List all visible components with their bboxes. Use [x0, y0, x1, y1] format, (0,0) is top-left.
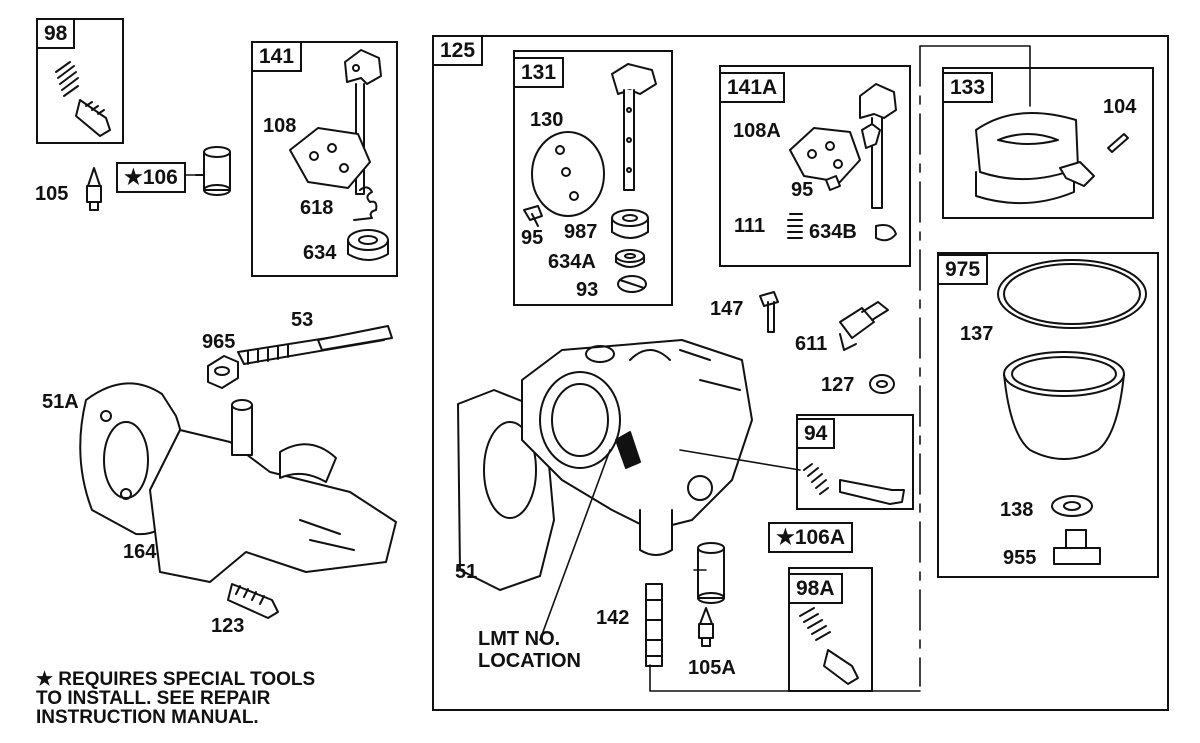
tag-133: 133	[942, 72, 994, 103]
part-label-51A: 51A	[42, 391, 79, 413]
part-label-634: 634	[303, 242, 337, 264]
group-94-box	[796, 414, 914, 510]
needle-105A-icon	[698, 607, 714, 647]
tag-106A: ★106A	[768, 522, 854, 553]
tag-98A: 98A	[788, 573, 843, 604]
tag-94: 94	[796, 418, 836, 449]
spring-98A-icon	[799, 607, 859, 685]
part-label-634B: 634B	[809, 221, 857, 243]
group-98A-box	[788, 567, 873, 692]
tube-142-icon	[645, 583, 663, 667]
part-label-95-choke: 95	[521, 227, 544, 249]
group-133-box	[942, 67, 1154, 219]
group-141A-box	[719, 65, 911, 267]
bushing-106-icon	[195, 146, 231, 196]
group-141-box	[251, 41, 398, 277]
elbow-611-icon	[839, 301, 889, 351]
tag-141: 141	[251, 41, 303, 72]
part-label-138: 138	[1000, 499, 1034, 521]
group-131-box	[513, 50, 673, 306]
cap-127-icon	[869, 374, 895, 394]
float-133-icon	[975, 111, 1095, 205]
group-98-box	[36, 18, 124, 144]
part-label-108A: 108A	[733, 120, 781, 142]
part-label-611: 611	[795, 333, 828, 355]
group-125-box	[432, 35, 1169, 711]
part-label-634A: 634A	[548, 251, 596, 273]
washer-634A-icon	[615, 249, 645, 268]
float-bowl-icon	[1003, 351, 1125, 460]
part-label-108: 108	[263, 115, 297, 137]
part-label-111: 111	[734, 215, 766, 237]
part-label-105A: 105A	[688, 657, 736, 679]
tag-975: 975	[937, 254, 989, 285]
tag-131: 131	[513, 57, 565, 88]
part-label-105: 105	[35, 183, 69, 205]
tag-141A: 141A	[719, 72, 786, 103]
part-label-142: 142	[596, 607, 630, 629]
choke-plate-130-icon	[531, 131, 605, 217]
part-label-130: 130	[530, 109, 564, 131]
washer-138-icon	[1051, 495, 1093, 517]
spring-98-icon	[55, 61, 111, 137]
part-label-955: 955	[1003, 547, 1037, 569]
part-label-93: 93	[576, 279, 599, 301]
choke-shaft-131-icon	[611, 63, 657, 191]
tag-106: ★106	[116, 162, 186, 193]
tag-98: 98	[36, 18, 76, 49]
pin-104-icon	[1107, 133, 1129, 153]
screw-95-icon	[523, 205, 543, 227]
screw-147-icon	[759, 291, 779, 333]
idle-screw-94-icon	[803, 463, 905, 505]
part-label-147: 147	[710, 298, 744, 320]
part-label-164: 164	[123, 541, 157, 563]
throttle-shaft-141-icon	[289, 49, 389, 261]
part-label-127: 127	[821, 374, 855, 396]
part-label-53: 53	[291, 309, 314, 331]
part-label-965: 965	[202, 331, 236, 353]
throttle-shaft-141A-icon	[787, 83, 897, 242]
part-label-618: 618	[300, 197, 334, 219]
bushing-106A-icon	[697, 542, 725, 604]
part-label-95-throttle: 95	[791, 179, 814, 201]
manifold-164-icon	[149, 399, 397, 583]
group-975-box	[937, 252, 1159, 578]
part-label-123: 123	[211, 615, 245, 637]
part-label-137: 137	[960, 323, 994, 345]
seal-987-icon	[611, 209, 649, 239]
part-label-987: 987	[564, 221, 598, 243]
needle-105-icon	[86, 167, 102, 211]
cap-93-icon	[617, 275, 647, 293]
nut-955-icon	[1053, 529, 1101, 565]
gasket-137-icon	[997, 259, 1147, 329]
part-label-104: 104	[1103, 96, 1137, 118]
lmt-location-label: LMT NO. LOCATION	[478, 628, 581, 672]
carburetor-body-icon	[521, 339, 753, 556]
screw-123-icon	[227, 583, 279, 619]
tag-125: 125	[432, 35, 484, 66]
special-tools-footnote: ★ REQUIRES SPECIAL TOOLS TO INSTALL. SEE…	[36, 669, 316, 728]
fuel-fitting-53-icon	[207, 325, 393, 389]
part-label-51: 51	[455, 561, 478, 583]
